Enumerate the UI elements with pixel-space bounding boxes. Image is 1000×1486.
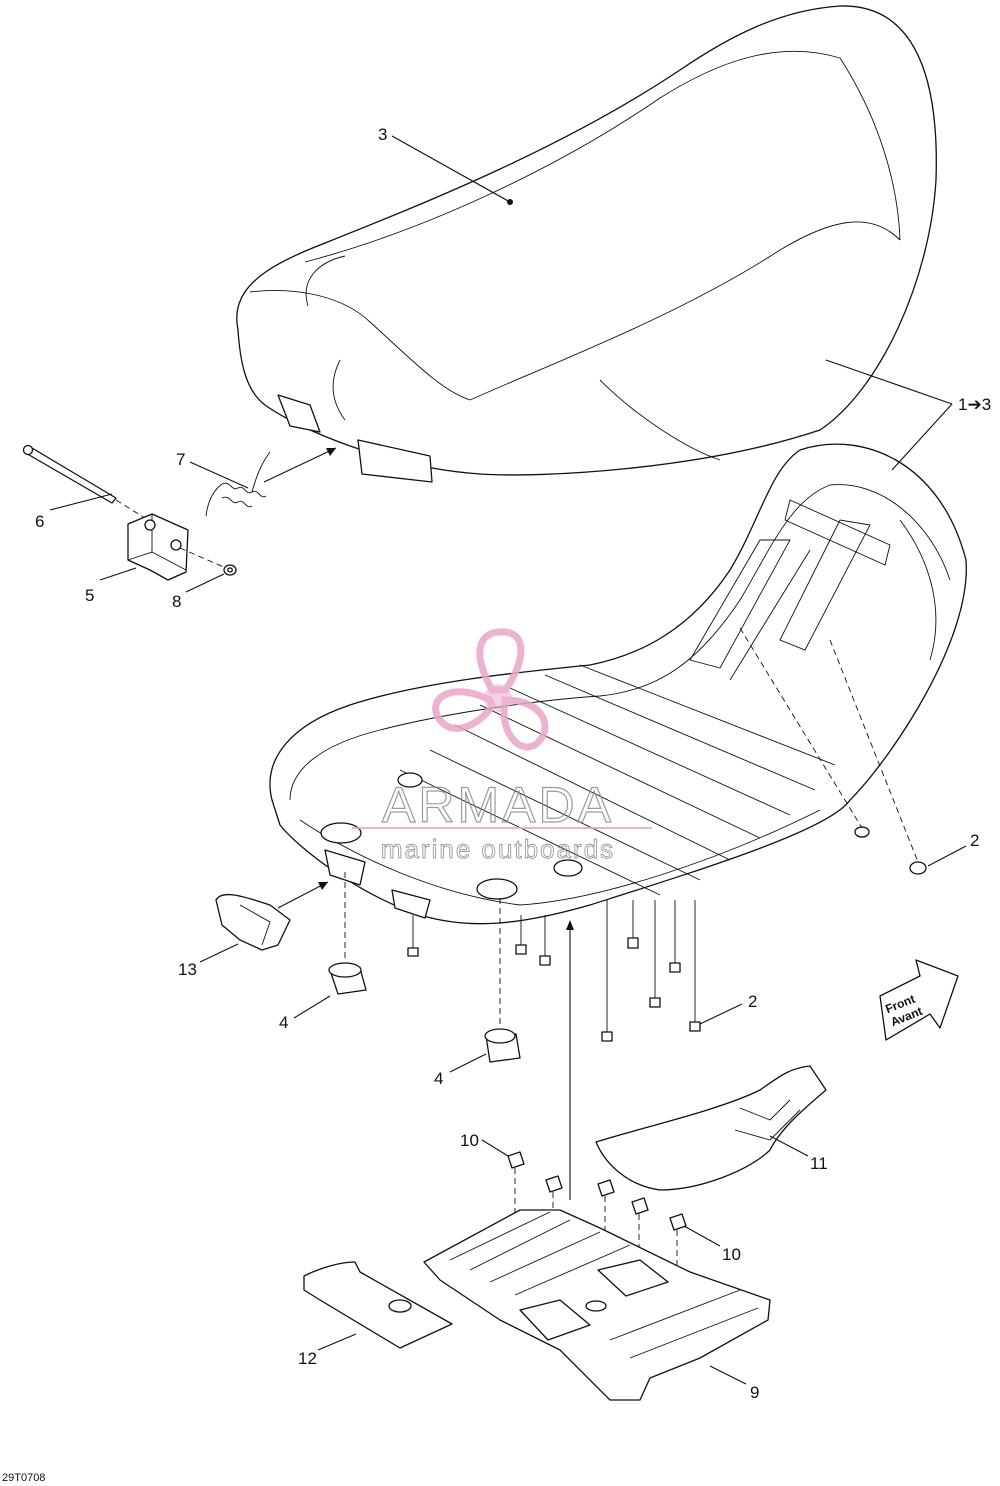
seat-base-pan	[269, 443, 967, 925]
callout-2-lower: 2	[748, 992, 757, 1011]
callout-4-left: 4	[279, 1013, 288, 1032]
heat-shield-front	[595, 1065, 827, 1191]
armada-logo-icon	[432, 628, 549, 751]
hinge-bracket	[127, 513, 189, 581]
rubber-bumper-left	[854, 826, 927, 875]
callout-12: 12	[298, 1349, 317, 1368]
callout-8: 8	[172, 592, 181, 611]
front-direction-arrow-icon: Front Avant	[879, 959, 959, 1041]
insulation-pad	[303, 1261, 453, 1349]
callout-10-right: 10	[722, 1245, 741, 1264]
spacer-nut-2	[484, 1028, 521, 1063]
watermark: ARMADA marine outboards	[352, 628, 652, 864]
callout-5: 5	[85, 586, 94, 605]
callout-10-left: 10	[460, 1131, 479, 1150]
callout-3: 3	[378, 125, 387, 144]
hinge-rod	[22, 444, 117, 504]
torsion-spring	[205, 451, 271, 517]
seat-cushion	[236, 5, 937, 483]
watermark-brand: ARMADA	[382, 777, 614, 833]
latch-cover	[215, 893, 291, 951]
callout-7: 7	[176, 450, 185, 469]
callout-11: 11	[810, 1154, 828, 1173]
washer	[223, 564, 237, 576]
callout-1-to-3: 1➔3	[958, 395, 991, 414]
watermark-tagline: marine outboards	[381, 834, 615, 864]
leader-lines	[49, 135, 967, 1385]
callout-13: 13	[178, 960, 197, 979]
spacer-nut-1	[328, 962, 367, 995]
drawing-code: 29T0708	[2, 1472, 45, 1484]
callout-9: 9	[750, 1383, 759, 1402]
callout-6: 6	[35, 512, 44, 531]
skid-plate	[423, 1209, 771, 1401]
studs	[407, 900, 701, 1042]
callout-2-upper: 2	[970, 831, 979, 850]
callouts: 3 1➔3 7 6 5 8 2 2 13 4 4 10 10 11 12 9	[35, 125, 991, 1402]
callout-4-right: 4	[434, 1069, 443, 1088]
